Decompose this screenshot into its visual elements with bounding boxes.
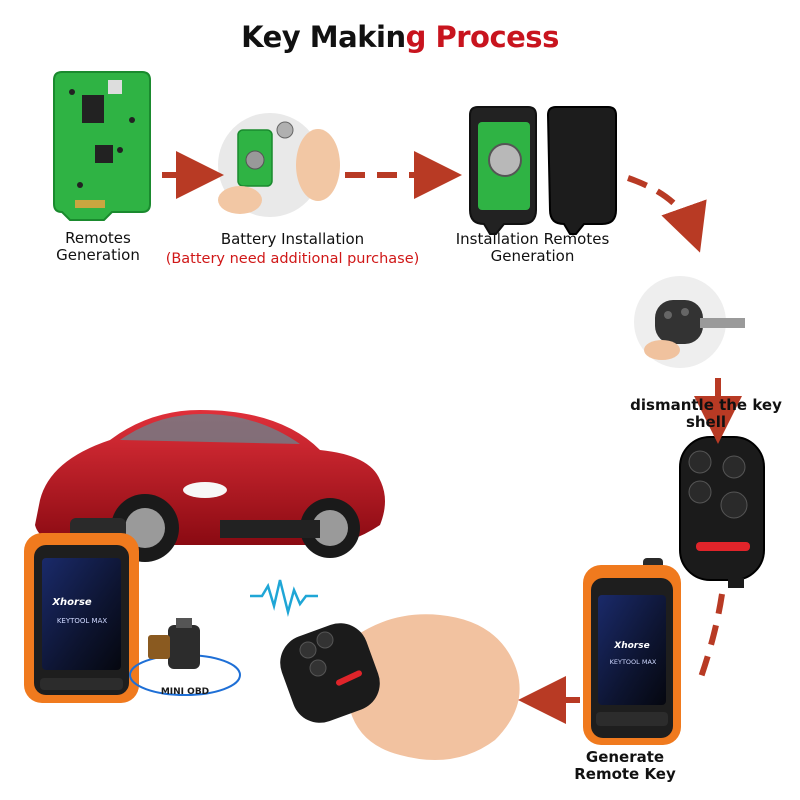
battery-installation-image: [218, 113, 340, 217]
keytool-max-device-left: Xhorse KEYTOOL MAX: [24, 518, 139, 703]
label-generate-remote-key: Generate Remote Key: [570, 749, 680, 783]
pcb-board-image: [53, 71, 151, 221]
arrow-step3-to-step4: [627, 175, 707, 253]
title-part-red: g Process: [405, 20, 560, 54]
key-fob-dismantle-image: [634, 276, 745, 368]
wireless-signal: [250, 579, 318, 617]
label-installation-line1: Installation Remotes: [455, 230, 610, 248]
label-generate-line2: Remote Key: [574, 765, 676, 783]
label-installation-line2: Generation: [490, 247, 575, 265]
label-battery-note: (Battery need additional purchase): [165, 251, 420, 267]
keytool-max-device-right: Xhorse KEYTOOL MAX: [583, 558, 681, 745]
arrow-step5-to-device: [697, 593, 725, 681]
device-brand-right: Xhorse: [613, 641, 649, 651]
label-installation-remotes: Installation Remotes Generation: [445, 231, 620, 265]
label-remotes-line1: Remotes: [65, 229, 131, 247]
device-model-right: KEYTOOL MAX: [610, 658, 657, 666]
device-model-left: KEYTOOL MAX: [57, 617, 108, 625]
label-remotes-generation: Remotes Generation: [38, 230, 158, 264]
label-dismantle: dismantle the key shell: [630, 396, 782, 431]
mini-obd-label: MINI OBD: [161, 687, 209, 697]
mini-obd-adapter: MINI OBD: [129, 618, 241, 697]
hand-holding-remote-image: [280, 614, 520, 760]
page-title: Key Making Process: [0, 20, 800, 54]
label-remotes-line2: Generation: [56, 246, 140, 264]
label-generate-line1: Generate: [585, 748, 665, 766]
label-battery-installation: Battery Installation: [220, 230, 365, 248]
key-fob-image: [679, 436, 765, 588]
title-part-black: Key Makin: [241, 20, 406, 54]
device-brand-left: Xhorse: [51, 597, 92, 608]
remote-shell-open-image: [469, 106, 617, 235]
